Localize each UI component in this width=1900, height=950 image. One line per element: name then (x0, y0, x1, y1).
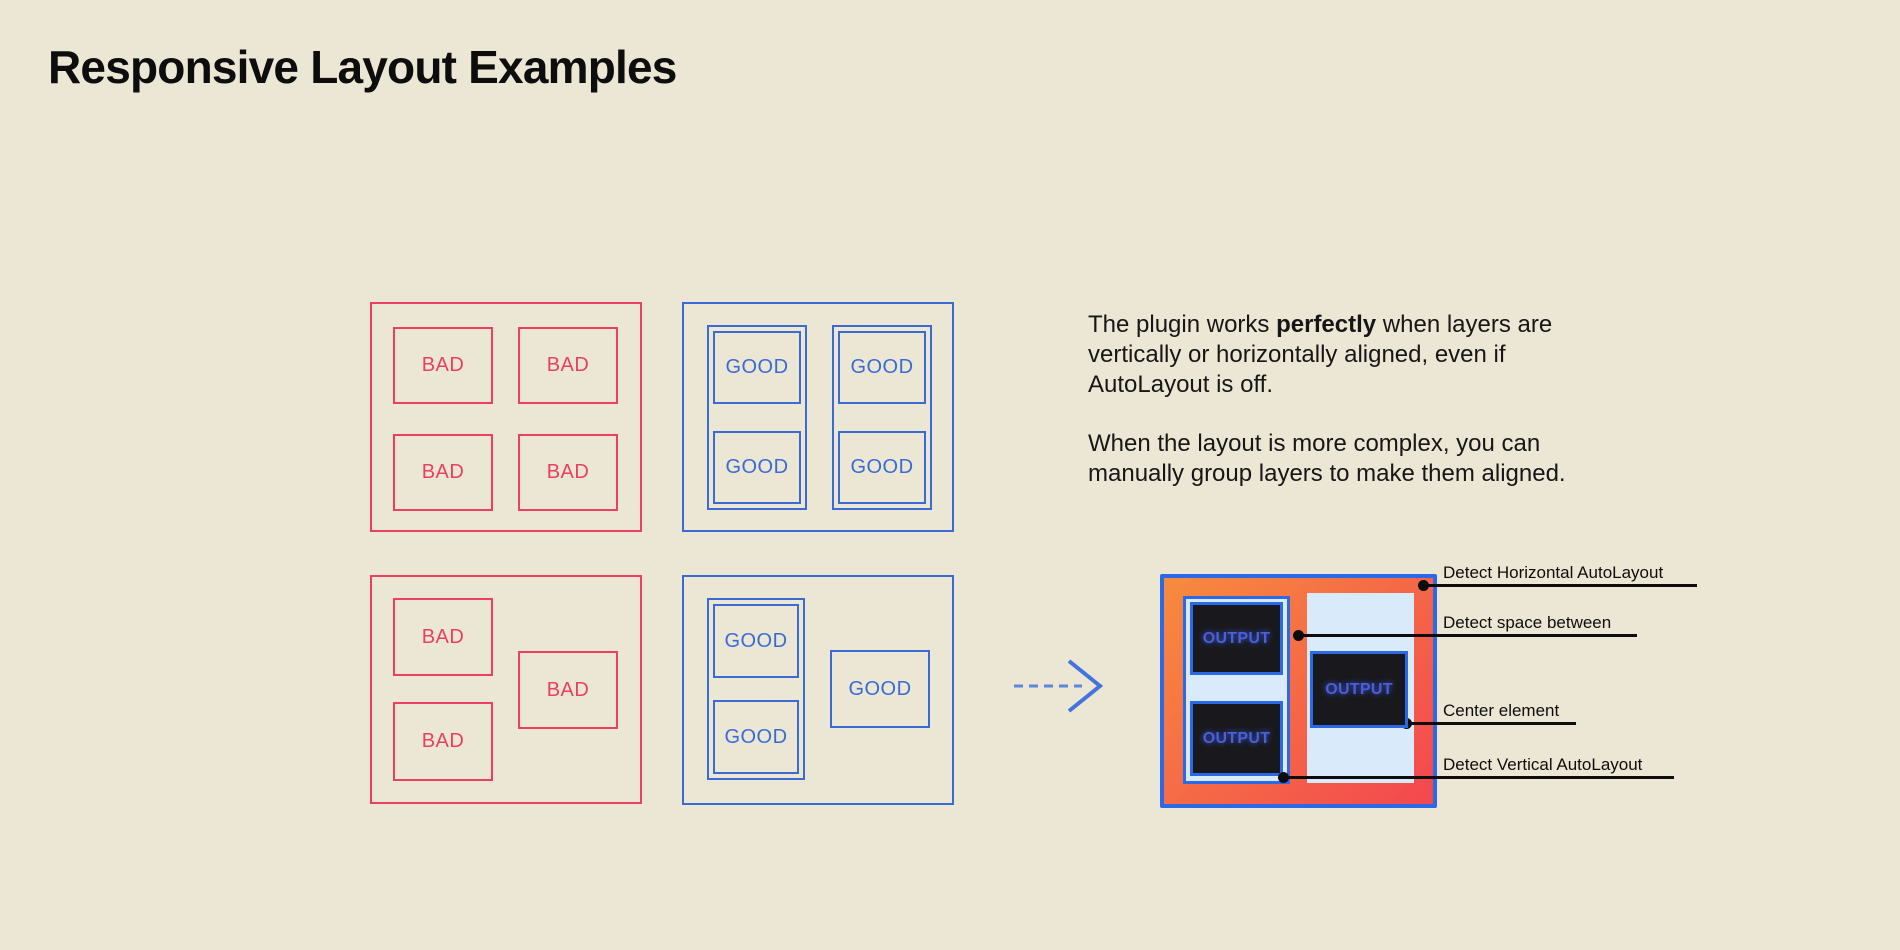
output-box: OUTPUT (1190, 602, 1283, 675)
anchor-dot-icon (1418, 580, 1429, 591)
anchor-dot-icon (1293, 630, 1304, 641)
annotation-label: Detect space between (1443, 613, 1612, 632)
layer-group: GOOD GOOD (707, 325, 807, 510)
description-text: The plugin works perfectly when layers a… (1088, 310, 1573, 489)
bad-example-complex: BAD BAD BAD (370, 575, 642, 804)
output-vertical-group: OUTPUT OUTPUT (1183, 596, 1290, 784)
good-box: GOOD (830, 650, 930, 728)
bad-example-aligned: BAD BAD BAD BAD (370, 302, 642, 532)
arrow-right-icon (1014, 659, 1104, 713)
bad-box: BAD (393, 327, 493, 404)
bad-box: BAD (393, 702, 493, 781)
output-preview: OUTPUT OUTPUT OUTPUT (1160, 574, 1437, 808)
bad-box: BAD (393, 598, 493, 676)
good-example-aligned: GOOD GOOD GOOD GOOD (682, 302, 954, 532)
bad-box: BAD (518, 327, 618, 404)
page-title: Responsive Layout Examples (48, 41, 677, 93)
layer-group: GOOD GOOD (707, 598, 805, 780)
good-example-complex: GOOD GOOD GOOD (682, 575, 954, 805)
description-text-segment: when layers are vertically or horizontal… (1088, 311, 1553, 398)
good-box: GOOD (838, 331, 926, 404)
bad-box: BAD (518, 651, 618, 729)
output-box-center: OUTPUT (1310, 651, 1408, 728)
annotation-label: Detect Horizontal AutoLayout (1443, 563, 1664, 582)
output-box: OUTPUT (1190, 701, 1283, 776)
layer-group: GOOD GOOD (832, 325, 932, 510)
annotation-label: Detect Vertical AutoLayout (1443, 755, 1643, 774)
annotation-detect-space-between: Detect space between (1293, 613, 1637, 641)
annotation-center-element: Center element (1401, 701, 1576, 729)
description-paragraph-1: The plugin works perfectly when layers a… (1088, 310, 1573, 400)
good-box: GOOD (713, 331, 801, 404)
annotation-label: Center element (1443, 701, 1560, 720)
good-box: GOOD (838, 431, 926, 504)
annotation-detect-vertical-autolayout: Detect Vertical AutoLayout (1278, 755, 1674, 783)
description-paragraph-2: When the layout is more complex, you can… (1088, 430, 1566, 487)
description-text-segment: The plugin works (1088, 311, 1277, 338)
bad-box: BAD (518, 434, 618, 511)
good-box: GOOD (713, 431, 801, 504)
description-bold-segment: perfectly (1276, 311, 1377, 338)
anchor-dot-icon (1278, 772, 1289, 783)
good-box: GOOD (713, 700, 799, 774)
good-box: GOOD (713, 604, 799, 678)
annotation-detect-horizontal-autolayout: Detect Horizontal AutoLayout (1418, 563, 1697, 591)
bad-box: BAD (393, 434, 493, 511)
